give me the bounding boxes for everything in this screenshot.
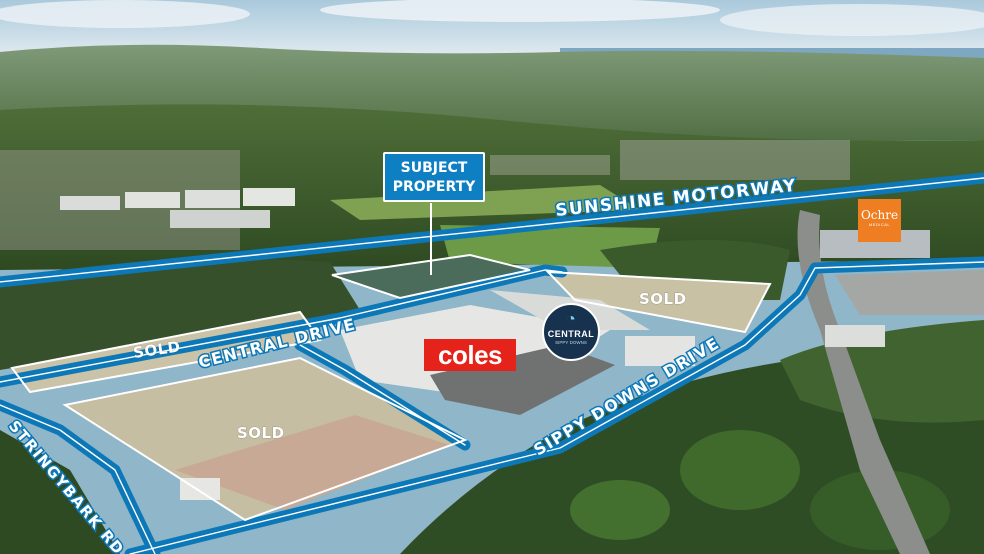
suburb-patch [620, 140, 850, 180]
building [125, 192, 180, 208]
forest [0, 258, 360, 370]
building [170, 210, 270, 228]
car-park [835, 270, 984, 315]
site-shed [180, 478, 220, 500]
sold-lot-right [548, 272, 770, 332]
tree-canopy [680, 430, 800, 510]
grass-field [330, 185, 640, 220]
sold-lot-right-outline [545, 270, 772, 334]
cloud [320, 0, 720, 22]
forest [0, 430, 120, 554]
car-park [430, 345, 615, 415]
building [185, 190, 240, 208]
construction-site [175, 415, 450, 510]
subject-lot [332, 255, 530, 298]
road-surface [797, 210, 930, 554]
suburb-patch [490, 155, 610, 175]
sold-label-right: SOLD [639, 290, 687, 308]
sold-lot-bottom-outline [62, 356, 468, 522]
road-overlays-inner [0, 177, 984, 554]
sold-label-bottom: SOLD [237, 424, 285, 442]
lot-outlines [10, 253, 772, 522]
tree-canopy [570, 480, 670, 540]
sold-lot-bottom [65, 358, 465, 520]
cloud [0, 0, 250, 28]
cloud [720, 4, 984, 36]
subject-lot-outline [331, 253, 531, 300]
grass-field [440, 225, 660, 268]
building [625, 336, 695, 366]
building [825, 325, 885, 347]
building [243, 188, 295, 206]
sold-lot-left-outline [10, 310, 322, 394]
building [820, 230, 930, 258]
building [60, 196, 120, 210]
